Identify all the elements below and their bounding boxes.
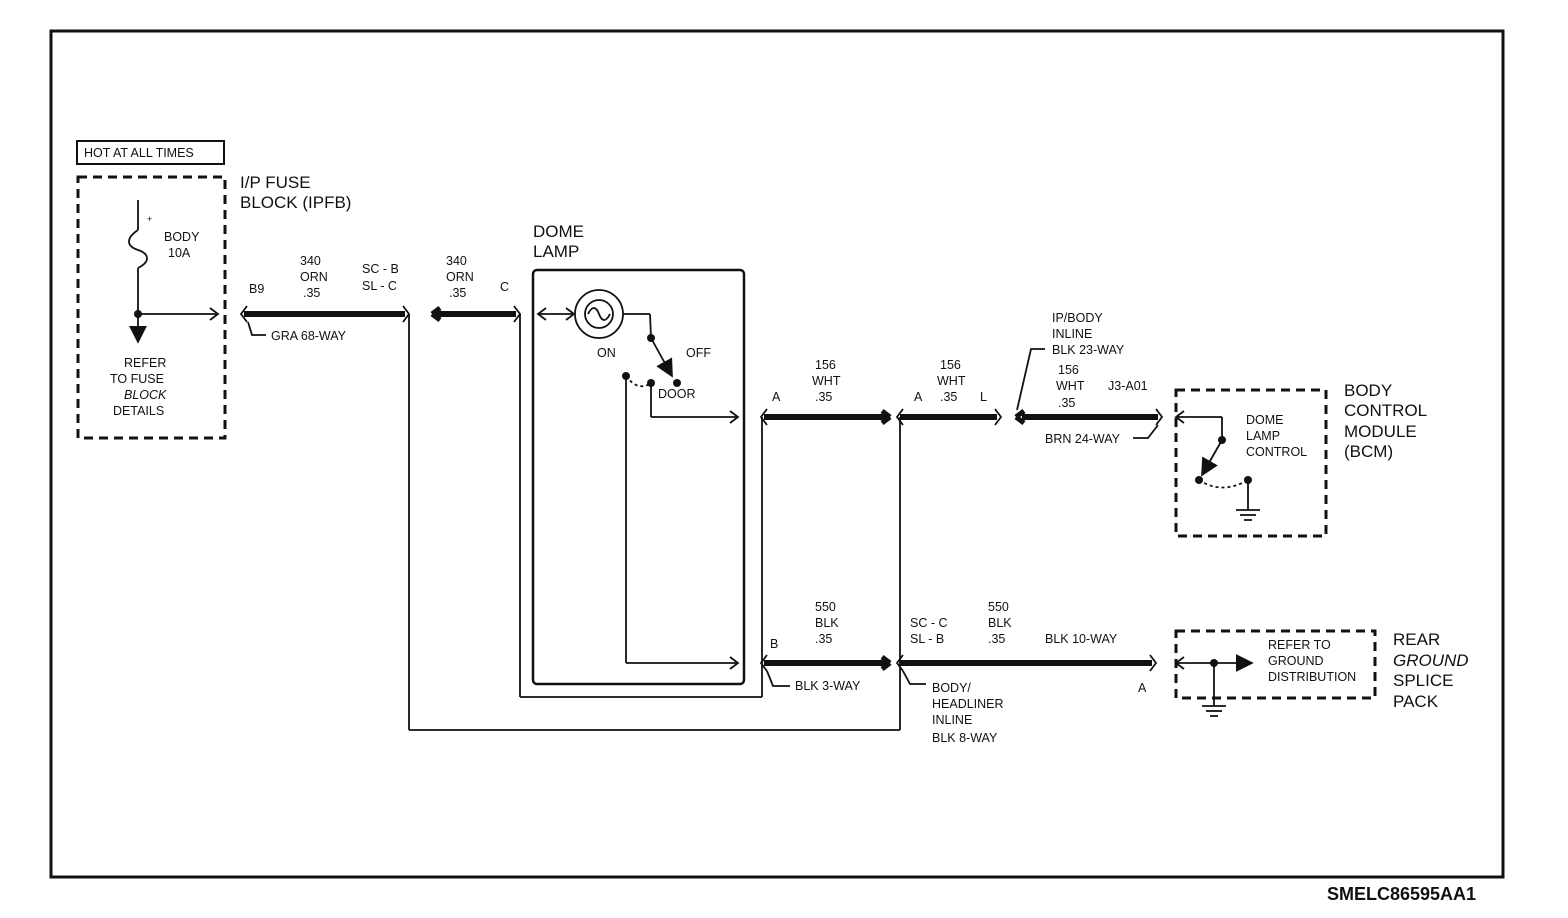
chassis-ground-icon — [1202, 705, 1226, 717]
figure-id: SMELC86595AA1 — [1327, 884, 1476, 904]
headliner-inline-line2: HEADLINER — [932, 697, 1004, 711]
splice-sc-c-line1: SC - C — [910, 616, 948, 630]
wire-156-a-color: WHT — [812, 374, 841, 388]
splice-sc-b-line1: SC - B — [362, 262, 399, 276]
wire-550-a-gauge: .35 — [815, 632, 832, 646]
terminal-c: C — [500, 280, 509, 294]
switch-door-label: DOOR — [658, 387, 696, 401]
bcm-title-line2: CONTROL — [1344, 401, 1427, 420]
connector-blk-10-way: BLK 10-WAY — [1045, 632, 1118, 646]
terminal-b9: B9 — [249, 282, 264, 296]
wire-156-a-terminal: A — [772, 390, 781, 404]
wire-340-left-gauge: .35 — [303, 286, 320, 300]
wire-550-a-circuit: 550 — [815, 600, 836, 614]
bcm-control-line1: DOME — [1246, 413, 1284, 427]
wire-156-c-pin: J3-A01 — [1108, 379, 1148, 393]
wire-156-b-terminal-l: L — [980, 390, 987, 404]
svg-text:+: + — [147, 214, 152, 224]
ground-icon — [1236, 509, 1260, 521]
refer-line4: DETAILS — [113, 404, 164, 418]
bcm-dashed-box — [1174, 388, 1328, 538]
ground-dashed-box — [1174, 629, 1377, 700]
ipfb-title-line1: I/P FUSE — [240, 173, 311, 192]
hot-at-all-times-label: HOT AT ALL TIMES — [84, 146, 194, 160]
rear-ground-splice-pack: REFER TO GROUND DISTRIBUTION REAR GROUND… — [1174, 629, 1469, 717]
refer-line1: REFER — [124, 356, 166, 370]
refer-line3: BLOCK — [124, 388, 167, 402]
bcm-control-line2: LAMP — [1246, 429, 1280, 443]
wire-550-a-terminal: B — [770, 637, 778, 651]
wire-156-b-terminal: A — [914, 390, 923, 404]
fuse-icon — [128, 229, 148, 269]
ground-title-line2: GROUND — [1393, 651, 1469, 670]
headliner-inline-line3: INLINE — [932, 713, 972, 727]
wire-156-a-gauge: .35 — [815, 390, 832, 404]
wire-340-left-circuit: 340 — [300, 254, 321, 268]
ip-body-inline-line1: IP/BODY — [1052, 311, 1103, 325]
wire-156-b-color: WHT — [937, 374, 966, 388]
fuse-label-line1: BODY — [164, 230, 200, 244]
wire-156-b-circuit: 156 — [940, 358, 961, 372]
wire-156-c-color: WHT — [1056, 379, 1085, 393]
wire-156-b-gauge: .35 — [940, 390, 957, 404]
ip-body-inline-line2: INLINE — [1052, 327, 1092, 341]
ground-title-line1: REAR — [1393, 630, 1440, 649]
dome-lamp-title-line2: LAMP — [533, 242, 579, 261]
bcm-title-line1: BODY — [1344, 381, 1392, 400]
ipfb-title-line2: BLOCK (IPFB) — [240, 193, 351, 212]
wire-156-c-circuit: 156 — [1058, 363, 1079, 377]
wire-340-left-color: ORN — [300, 270, 328, 284]
connector-gra-68-way: GRA 68-WAY — [271, 329, 347, 343]
ground-title-line3: SPLICE — [1393, 671, 1453, 690]
wire-550-b-gauge: .35 — [988, 632, 1005, 646]
dome-lamp-title-line1: DOME — [533, 222, 584, 241]
ip-body-inline-line3: BLK 23-WAY — [1052, 343, 1125, 357]
wire-340: B9 GRA 68-WAY 340 ORN .35 SC - B SL - C … — [239, 254, 900, 731]
switch-on-label: ON — [597, 346, 616, 360]
wire-550: B 550 BLK .35 BLK 3-WAY SC - C SL - B 55… — [759, 600, 1158, 745]
bcm-title-line3: MODULE — [1344, 422, 1417, 441]
wire-550-a-color: BLK — [815, 616, 839, 630]
ground-title-line4: PACK — [1393, 692, 1439, 711]
switch-off-label: OFF — [686, 346, 711, 360]
wire-340-right-gauge: .35 — [449, 286, 466, 300]
wire-550-b-circuit: 550 — [988, 600, 1009, 614]
ground-refer-line3: DISTRIBUTION — [1268, 670, 1356, 684]
wire-340-right-circuit: 340 — [446, 254, 467, 268]
wire-550-b-terminal: A — [1138, 681, 1147, 695]
dome-lamp: DOME LAMP ON OFF DOOR — [531, 222, 746, 686]
wire-156-a-circuit: 156 — [815, 358, 836, 372]
wire-156: A 156 WHT .35 A 156 WHT .35 L IP/BODY IN… — [759, 311, 1164, 730]
ground-refer-line1: REFER TO — [1268, 638, 1331, 652]
splice-sc-c-line2: SL - B — [910, 632, 944, 646]
wire-156-c-gauge: .35 — [1058, 396, 1075, 410]
ground-refer-line2: GROUND — [1268, 654, 1324, 668]
ip-fuse-block: HOT AT ALL TIMES I/P FUSE BLOCK (IPFB) +… — [76, 140, 351, 440]
connector-blk-3-way: BLK 3-WAY — [795, 679, 861, 693]
fuse-label-line2: 10A — [168, 246, 191, 260]
splice-sc-b-line2: SL - C — [362, 279, 397, 293]
bcm-control-line3: CONTROL — [1246, 445, 1307, 459]
refer-line2: TO FUSE — [110, 372, 164, 386]
headliner-inline-line4: BLK 8-WAY — [932, 731, 998, 745]
wire-550-b-color: BLK — [988, 616, 1012, 630]
ipfb-dashed-box — [76, 175, 227, 440]
headliner-inline-line1: BODY/ — [932, 681, 971, 695]
hot-at-all-times-box — [76, 140, 225, 165]
body-control-module: DOME LAMP CONTROL BODY CONTROL MODULE (B… — [1174, 381, 1427, 538]
dome-lamp-box — [531, 268, 746, 686]
diagram-frame — [49, 29, 1505, 879]
bcm-title-line4: (BCM) — [1344, 442, 1393, 461]
connector-brn-24-way: BRN 24-WAY — [1045, 432, 1121, 446]
wire-340-right-color: ORN — [446, 270, 474, 284]
